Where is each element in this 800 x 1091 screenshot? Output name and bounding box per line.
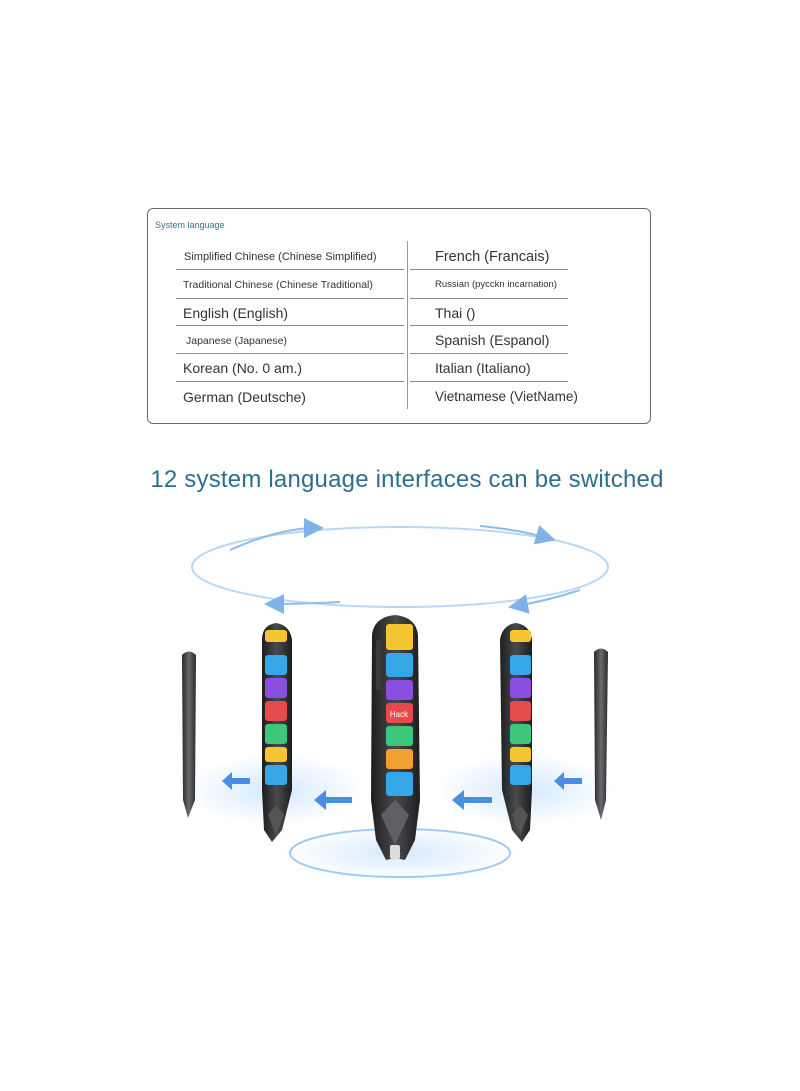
app-tile xyxy=(386,703,413,723)
language-item: Japanese (Japanese) xyxy=(186,335,287,347)
rotation-orbit xyxy=(191,518,609,614)
app-tile xyxy=(386,653,413,677)
pen-center: Hack xyxy=(371,615,420,860)
language-item: Vietnamese (VietName) xyxy=(435,389,578,404)
app-tile xyxy=(386,624,413,650)
language-item: Thai () xyxy=(435,305,476,321)
row-separator xyxy=(410,381,568,382)
row-separator xyxy=(410,353,568,354)
language-item: Traditional Chinese (Chinese Traditional… xyxy=(183,279,373,291)
app-tile-label: Hack xyxy=(390,710,409,719)
pen-left xyxy=(262,623,292,842)
language-item: Spanish (Espanol) xyxy=(435,332,550,348)
language-item: French (Francais) xyxy=(435,249,550,265)
pen-right xyxy=(500,623,532,842)
app-tile xyxy=(386,680,413,700)
row-separator xyxy=(176,353,404,354)
right-arrow-icon xyxy=(452,772,582,810)
row-separator xyxy=(410,325,568,326)
language-item: English (English) xyxy=(183,305,289,321)
language-item: Italian (Italiano) xyxy=(435,360,531,376)
row-separator xyxy=(410,269,568,270)
side-view-pen-left xyxy=(182,651,196,818)
row-separator xyxy=(176,298,404,299)
app-tile xyxy=(386,749,413,769)
panel-title: System language xyxy=(155,220,225,230)
side-view-pen-right xyxy=(594,648,608,820)
app-tile xyxy=(386,772,413,796)
row-separator xyxy=(176,325,404,326)
language-item: Korean (No. 0 am.) xyxy=(183,360,303,376)
language-item: Simplified Chinese (Chinese Simplified) xyxy=(184,251,377,263)
app-tile xyxy=(386,726,413,746)
language-item: German (Deutsche) xyxy=(183,389,306,405)
left-arrow-icon xyxy=(222,772,352,810)
row-separator xyxy=(410,298,568,299)
row-separator xyxy=(176,381,404,382)
column-divider xyxy=(407,241,408,409)
row-separator xyxy=(176,269,404,270)
headline: 12 system language interfaces can be swi… xyxy=(150,466,664,493)
system-language-panel: System language Simplified Chinese (Chin… xyxy=(147,208,651,424)
language-item: Russian (pycckn incarnation) xyxy=(435,279,557,290)
